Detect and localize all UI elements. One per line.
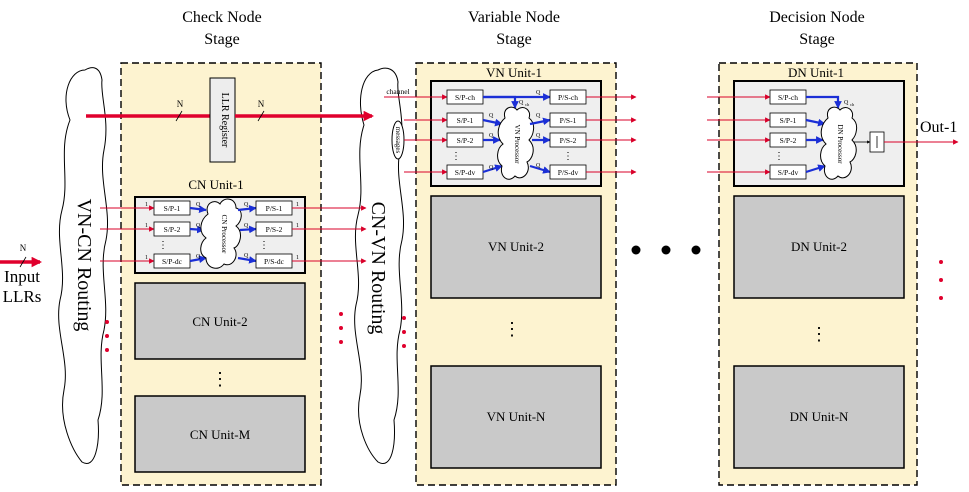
cn-q-5: Q: [244, 223, 249, 229]
vn-unit-n-label: VN Unit-N: [487, 409, 546, 424]
vn-ps-1: P/S-1: [560, 116, 577, 125]
input-label-line2: LLRs: [3, 287, 42, 306]
input-llrs: N Input LLRs: [0, 243, 43, 306]
vn-qch-label: Q: [519, 100, 524, 106]
vn-sp-ch: S/P-ch: [455, 93, 475, 102]
vn-qch-sub: ch: [525, 102, 530, 107]
dn-unit-1: S/P-ch S/P-1 S/P-2 S/P-dv ⋮ Q ch DN Proc…: [707, 80, 959, 187]
vn-processor-cloud: [497, 106, 535, 180]
cn-unit-1: S/P-1 S/P-2 S/P-dc ⋮ Q Q Q CN Processor …: [100, 196, 367, 274]
dn-unit-2-box: [733, 195, 905, 299]
cn-sp-2: S/P-2: [164, 225, 181, 234]
dn-unit-n-label: DN Unit-N: [790, 409, 849, 424]
vn-q-3: Q: [489, 165, 494, 171]
vn-ps-ellipsis: ⋮: [563, 151, 573, 162]
dn-unit-2-label: DN Unit-2: [791, 239, 847, 254]
vn-unit-n-box: [430, 365, 602, 469]
messages-label: messages: [394, 127, 402, 154]
dn-sp-1: S/P-1: [780, 116, 797, 125]
llr-register-path: N LLR Register N: [86, 77, 375, 163]
llr-register-label: LLR Register: [219, 93, 230, 148]
vn-ps-2: P/S-2: [560, 136, 577, 145]
cn-q-6: Q: [244, 253, 249, 259]
cn-q-1: Q: [196, 202, 201, 208]
cn-sp-dc: S/P-dc: [162, 257, 183, 266]
cn-unit-2-box: [134, 282, 306, 360]
cn-one-5: 1: [296, 223, 299, 229]
vn-q-6: Q: [536, 163, 541, 169]
cn-unit-2-label: CN Unit-2: [192, 314, 247, 329]
channel-label: channel: [386, 87, 409, 96]
vn-sp-ellipsis: ⋮: [451, 151, 461, 162]
cn-sp-ellipsis: ⋮: [158, 240, 168, 251]
vn-sp-2: S/P-2: [457, 136, 474, 145]
vn-unit-2-label: VN Unit-2: [488, 239, 544, 254]
vn-unit-1-title: VN Unit-1: [486, 65, 542, 80]
dn-units-ellipsis: ⋮: [810, 324, 828, 344]
dn-sp-2: S/P-2: [780, 136, 797, 145]
cn-unit-1-title: CN Unit-1: [188, 177, 243, 192]
vn-ps-ch: P/S-ch: [558, 93, 578, 102]
decision-node-stage-title-line1: Decision Node: [769, 9, 865, 26]
input-bus-width-label: N: [20, 243, 27, 253]
cn-unit-m-label: CN Unit-M: [190, 427, 251, 442]
check-node-stage-title-line2: Stage: [204, 31, 240, 48]
dn-unit-n-box: [733, 365, 905, 469]
cn-processor-label: CN Processor: [220, 215, 228, 254]
vn-q-1: Q: [489, 113, 494, 119]
vn-cn-routing-cloud: VN-CN Routing: [58, 67, 109, 464]
vn-processor-label: VN Processor: [513, 124, 521, 164]
cn-one-4: 1: [296, 202, 299, 208]
llr-bus-in-label: N: [177, 99, 184, 109]
cn-ps-dc: P/S-dc: [264, 257, 285, 266]
output-label: Out-1: [920, 119, 957, 136]
cn-one-6: 1: [296, 255, 299, 261]
decision-node-stage-title-line2: Stage: [799, 31, 835, 48]
cn-sp-1: S/P-1: [164, 204, 181, 213]
vn-q-2: Q: [489, 133, 494, 139]
llr-bus-out-label: N: [258, 99, 265, 109]
vn-cn-routing-label: VN-CN Routing: [73, 199, 95, 332]
vn-sp-dv: S/P-dv: [455, 168, 476, 177]
vn-q-4: Q: [536, 113, 541, 119]
dn-qch-sub: ch: [850, 102, 855, 107]
vn-sp-1: S/P-1: [457, 116, 474, 125]
vn-units-ellipsis: ⋮: [503, 319, 521, 339]
dn-qch-label: Q: [844, 100, 849, 106]
llr-register-box: [209, 77, 236, 163]
cn-ps-2: P/S-2: [266, 225, 283, 234]
cn-one-2: 1: [145, 223, 148, 229]
cn-ps-1: P/S-1: [266, 204, 283, 213]
vn-q-5: Q: [536, 133, 541, 139]
vn-unit-1: channel S/P-ch S/P-1 S/P-2 S/P-dv ⋮ Q ch…: [384, 80, 637, 187]
cn-one-3: 1: [145, 255, 148, 261]
vn-unit-2-box: [430, 195, 602, 299]
cn-processor-cloud: [200, 198, 242, 269]
dn-processor-cloud: [820, 106, 858, 180]
variable-node-stage-title-line1: Variable Node: [468, 9, 560, 26]
check-node-stage-title-line1: Check Node: [182, 9, 262, 26]
vn-ps-dv: P/S-dv: [558, 168, 579, 177]
cn-q-4: Q: [244, 202, 249, 208]
input-label-line1: Input: [4, 267, 40, 286]
cn-vn-routing-cloud: CN-VN Routing messages: [354, 67, 405, 464]
dn-sp-dv: S/P-dv: [778, 168, 799, 177]
variable-node-stage-title-line2: Stage: [496, 31, 532, 48]
cn-one-1: 1: [145, 202, 148, 208]
cn-units-ellipsis: ⋮: [211, 369, 229, 389]
dn-processor-label: DN Processor: [836, 124, 844, 164]
cn-q-3: Q: [196, 254, 201, 260]
cn-unit-m-box: [134, 395, 306, 473]
dn-unit-1-title: DN Unit-1: [788, 65, 844, 80]
dn-sp-ellipsis: ⋮: [774, 151, 784, 162]
cn-ps-ellipsis: ⋮: [259, 240, 269, 251]
cn-q-2: Q: [196, 223, 201, 229]
vn-q-7: Q: [536, 90, 541, 96]
dn-sp-ch: S/P-ch: [778, 93, 798, 102]
cn-vn-routing-label: CN-VN Routing: [367, 202, 389, 335]
